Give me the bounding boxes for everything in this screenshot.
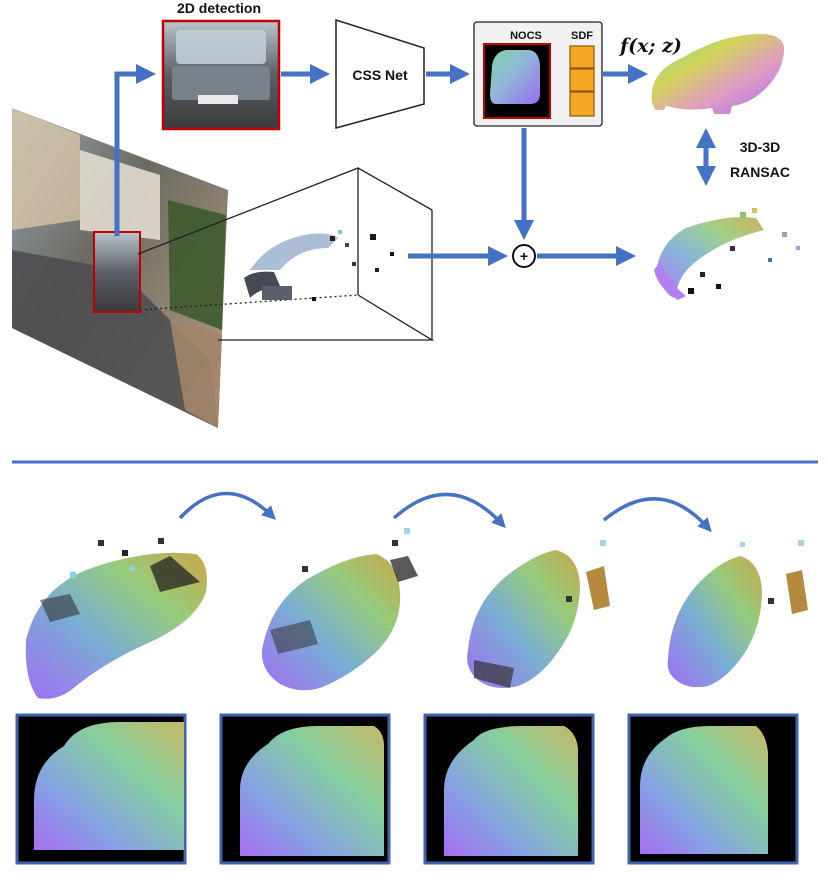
lidar-points: [244, 230, 394, 301]
combine-node: +: [512, 244, 536, 268]
decoded-car-shape: [651, 34, 785, 114]
detection-crop: [161, 19, 281, 131]
detection-label: 2D detection: [177, 0, 261, 16]
iteration-arrow-1: [178, 491, 277, 520]
fitted-cloud-step-2: [261, 528, 418, 691]
svg-text:+: +: [520, 248, 528, 264]
fitted-cloud-step-3: [467, 540, 610, 688]
iteration-arrow-2: [392, 492, 506, 529]
fitted-cloud-step-1: [25, 538, 207, 699]
aligned-point-cloud: [654, 208, 800, 300]
sdf-vector: [569, 45, 595, 117]
frustum-box: [137, 167, 435, 341]
ransac-label-line1: 3D-3D: [740, 139, 780, 155]
iteration-arrow-3: [602, 497, 712, 533]
fitted-cloud-step-4: [667, 540, 808, 688]
nocs-panel-1: [15, 713, 187, 865]
network-output-box: NOCS SDF: [473, 21, 603, 127]
nocs-panel-3: [423, 713, 595, 865]
nocs-panel-4: [627, 713, 799, 865]
sdf-label: SDF: [571, 30, 593, 42]
css-net-block: CSS Net: [335, 18, 425, 129]
arrow-scene-to-detection: [114, 64, 156, 236]
function-label: f(x; z): [618, 35, 682, 57]
nocs-label: NOCS: [510, 30, 542, 42]
ransac-label-line2: RANSAC: [730, 164, 790, 180]
svg-text:CSS Net: CSS Net: [352, 67, 408, 83]
nocs-panel-2: [219, 713, 391, 865]
scene-detection-box: [93, 231, 141, 313]
iteration-arrows: [178, 491, 712, 533]
pipeline-arrows: [114, 64, 716, 266]
